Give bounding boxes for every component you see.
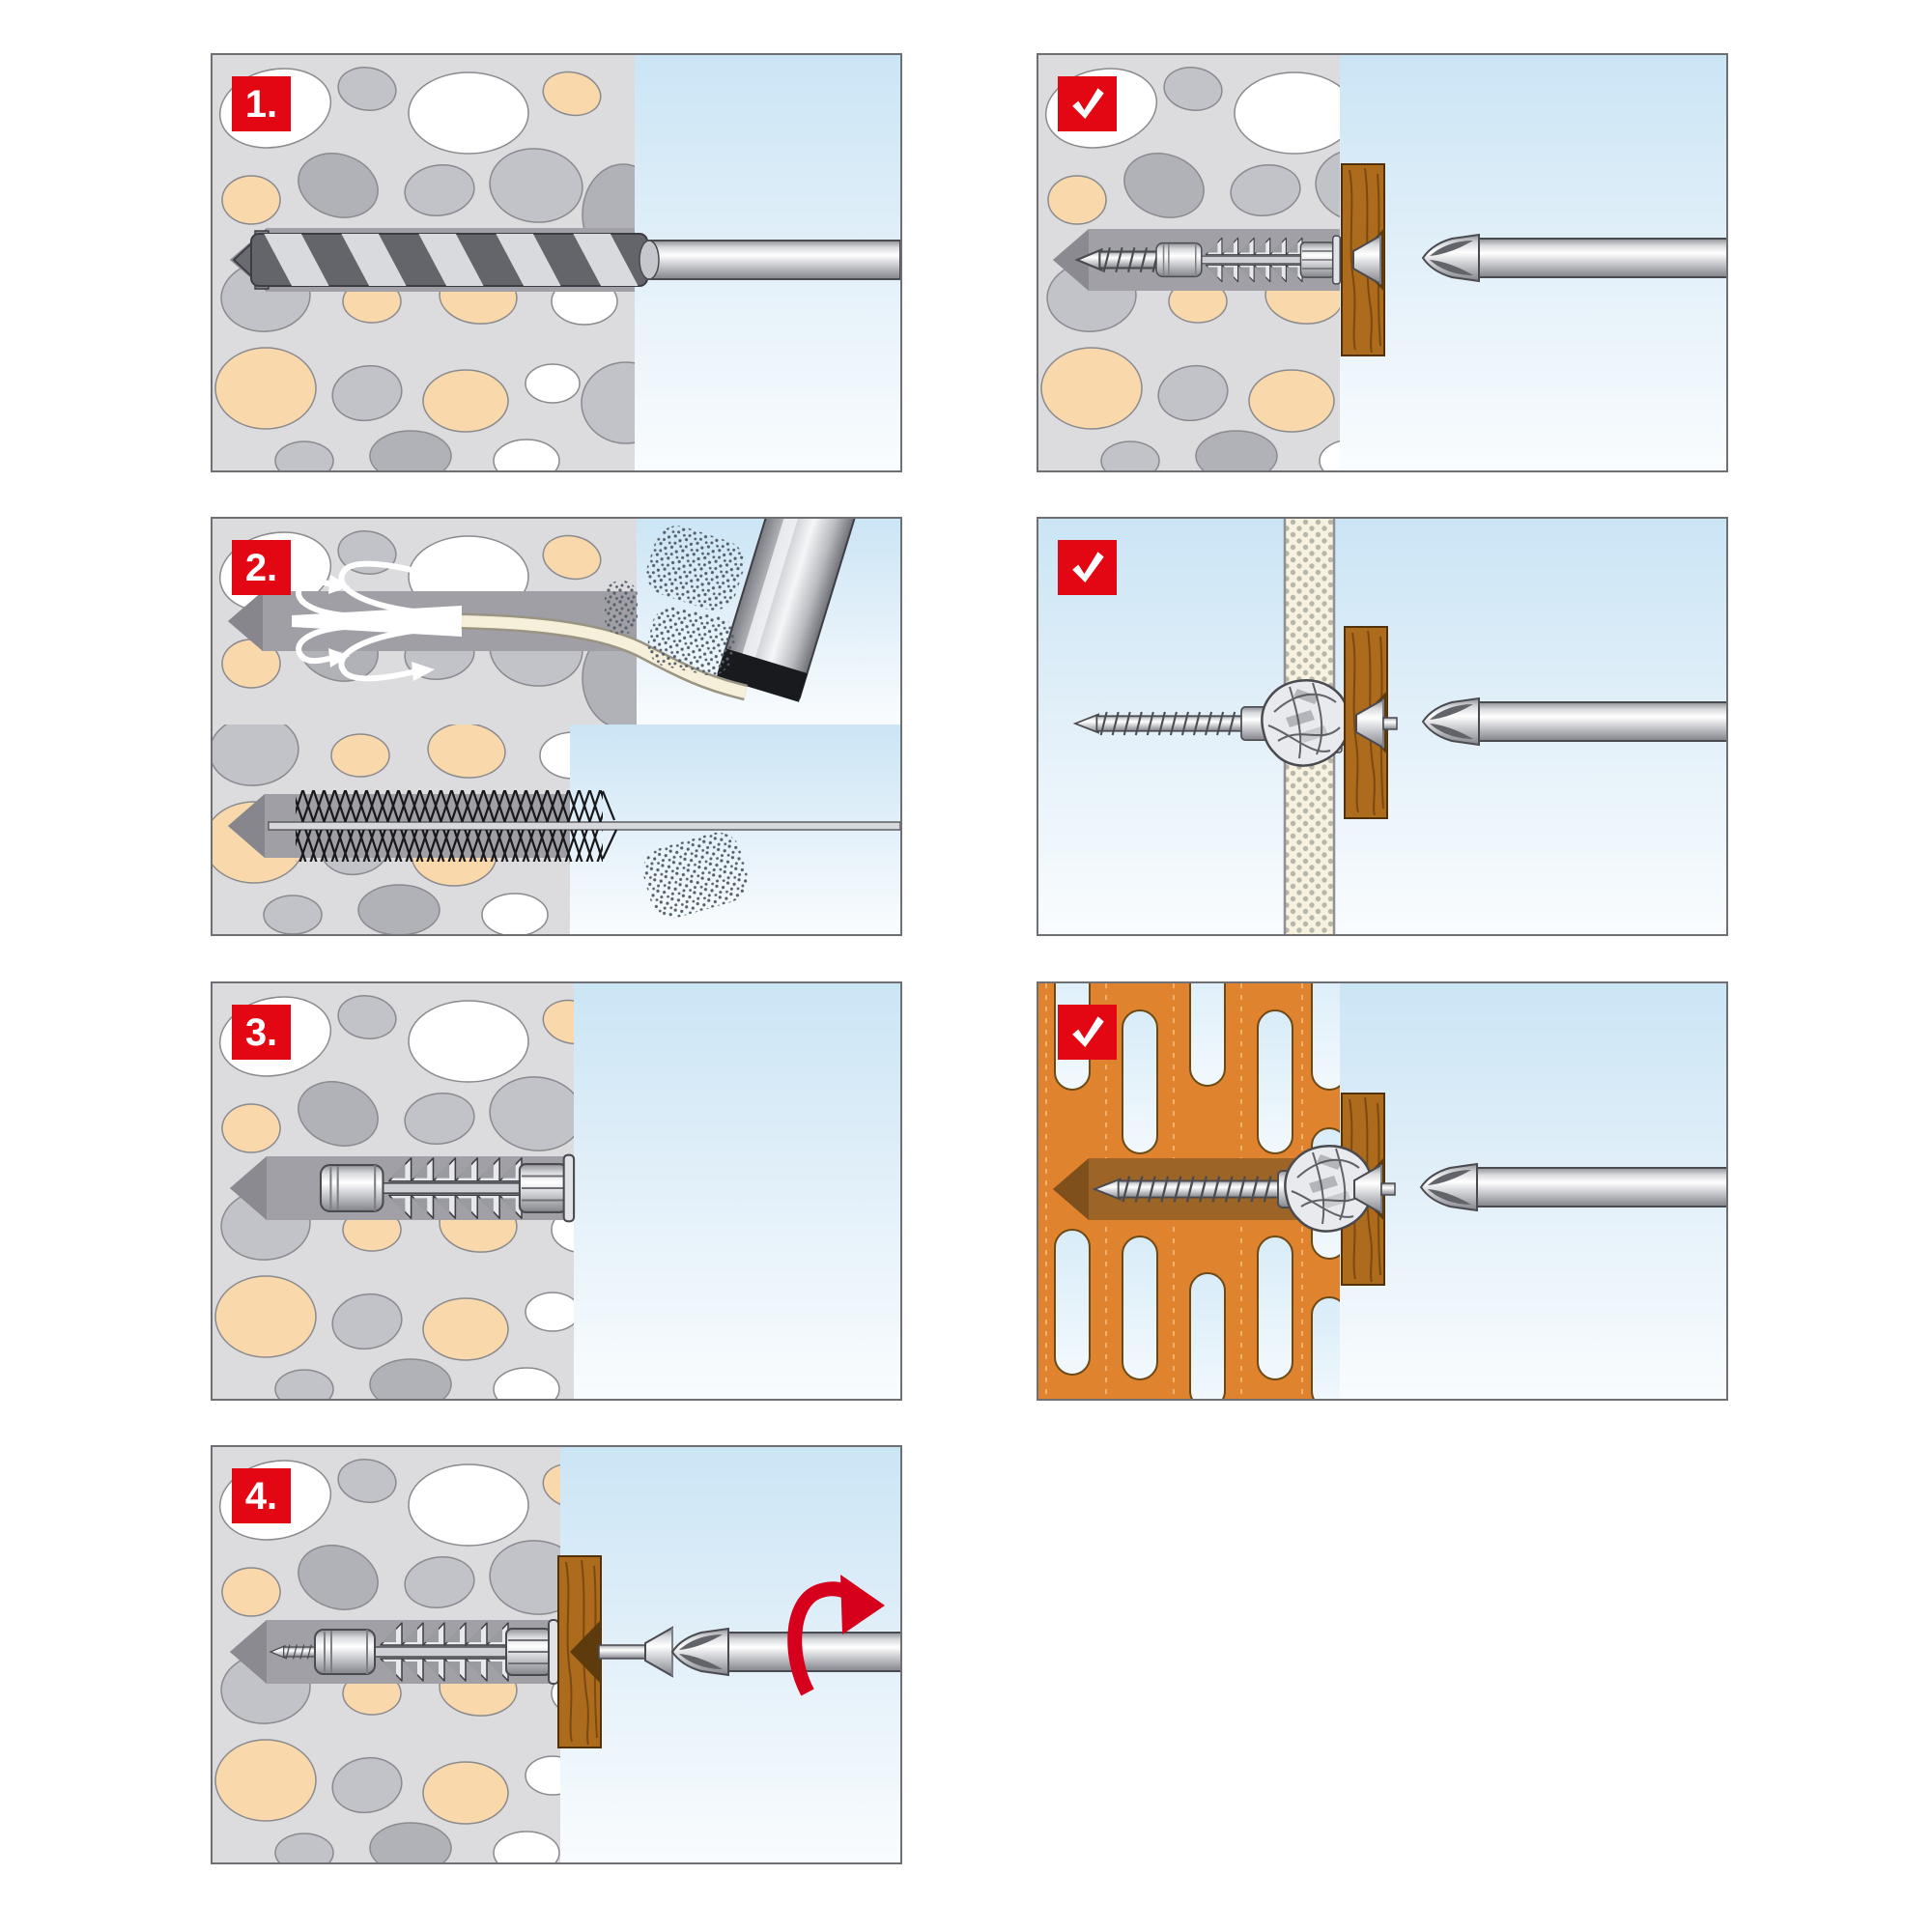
phillips-screwdriver [671,1628,900,1676]
step-number-badge: 1. [232,76,291,131]
scene-result-brick [1038,983,1726,1399]
step-number-badge: 3. [232,1005,291,1060]
brick-cavities [1054,983,1340,1399]
phillips-screwdriver [1420,1163,1726,1211]
panel-step-1: 1. [211,53,902,472]
blow-out-hose [461,615,748,698]
brush-rod [268,821,900,831]
screw-shaft-stub [1380,1182,1396,1196]
perforated-brick [1038,983,1340,1399]
check-icon [1071,1015,1104,1047]
air-flow-arrows [296,560,435,682]
check-badge [1058,1005,1117,1060]
wall-plug [1155,235,1342,285]
panel-result-perforated-brick [1037,981,1728,1401]
step-number-label: 4. [244,1474,278,1518]
panel-step-2: 2. [211,517,902,936]
wooden-batten [557,1555,602,1748]
wall-plug [319,1153,576,1223]
knotted-anchor [1261,678,1350,767]
step-number-badge: 4. [232,1468,291,1523]
scene-insert-plug [213,983,900,1399]
screw-shaft [598,1644,646,1660]
phillips-screwdriver [1422,234,1726,282]
step-number-label: 3. [244,1010,278,1054]
rotation-arrow-icon [787,1575,885,1696]
check-icon [1071,551,1104,582]
drill-bit [232,230,900,290]
scene-result-concrete [1038,55,1726,470]
check-badge [1058,540,1117,595]
wire-brush [296,790,617,862]
scene-result-cavity [1038,519,1726,934]
scene-clean-hole [213,519,900,934]
step-number-label: 2. [244,546,278,589]
panel-result-concrete [1037,53,1728,472]
check-badge [1058,76,1117,131]
brush-subscene [213,724,900,934]
wall-plug [314,1619,559,1685]
blow-out-pump [716,519,878,702]
panel-step-4: 4. [211,1445,902,1864]
scene-drive-screw [213,1447,900,1862]
screw-shaft-stub [1382,717,1398,730]
panel-step-3: 3. [211,981,902,1401]
phillips-screwdriver [1422,697,1726,746]
dust-cloud [642,832,749,919]
panel-result-cavity-board [1037,517,1728,936]
check-icon [1071,87,1104,119]
step-number-label: 1. [244,82,278,126]
scene-drill-hole [213,55,900,470]
step-number-badge: 2. [232,540,291,595]
dust-cloud [605,526,745,676]
